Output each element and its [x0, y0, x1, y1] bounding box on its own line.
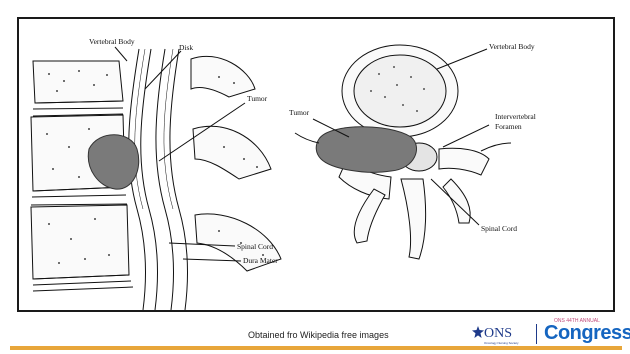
congress-logo-text: Congress [544, 322, 630, 345]
label-right-spinal-cord: Spinal Cord [481, 224, 517, 233]
logo-divider [536, 324, 537, 344]
illustration-frame: Vertebral Body Disk Tumor Spinal Cord Du… [17, 17, 615, 312]
sagittal-spine-drawing [31, 47, 281, 310]
label-disk: Disk [179, 43, 193, 52]
label-right-vertebral-body: Vertebral Body [489, 42, 535, 51]
spine-illustration: Vertebral Body Disk Tumor Spinal Cord Du… [19, 19, 613, 310]
label-intervertebral: Intervertebral [495, 112, 536, 121]
ons-logo-text: ONS [484, 326, 512, 342]
footer-logos: ONS Oncology Nursing Society ONS 44TH AN… [470, 317, 620, 347]
label-foramen: Foramen [495, 122, 522, 131]
ons-star-icon [472, 326, 484, 338]
footer-accent-rule [10, 346, 622, 350]
label-right-tumor: Tumor [289, 108, 310, 117]
label-dura-mater: Dura Mater [243, 256, 278, 265]
axial-vertebra-drawing [295, 45, 511, 259]
ons-tagline: Oncology Nursing Society [484, 341, 519, 345]
label-left-tumor: Tumor [247, 94, 268, 103]
image-credit-caption: Obtained fro Wikipedia free images [248, 330, 389, 340]
label-left-vertebral-body: Vertebral Body [89, 37, 135, 46]
label-left-spinal-cord: Spinal Cord [237, 242, 273, 251]
